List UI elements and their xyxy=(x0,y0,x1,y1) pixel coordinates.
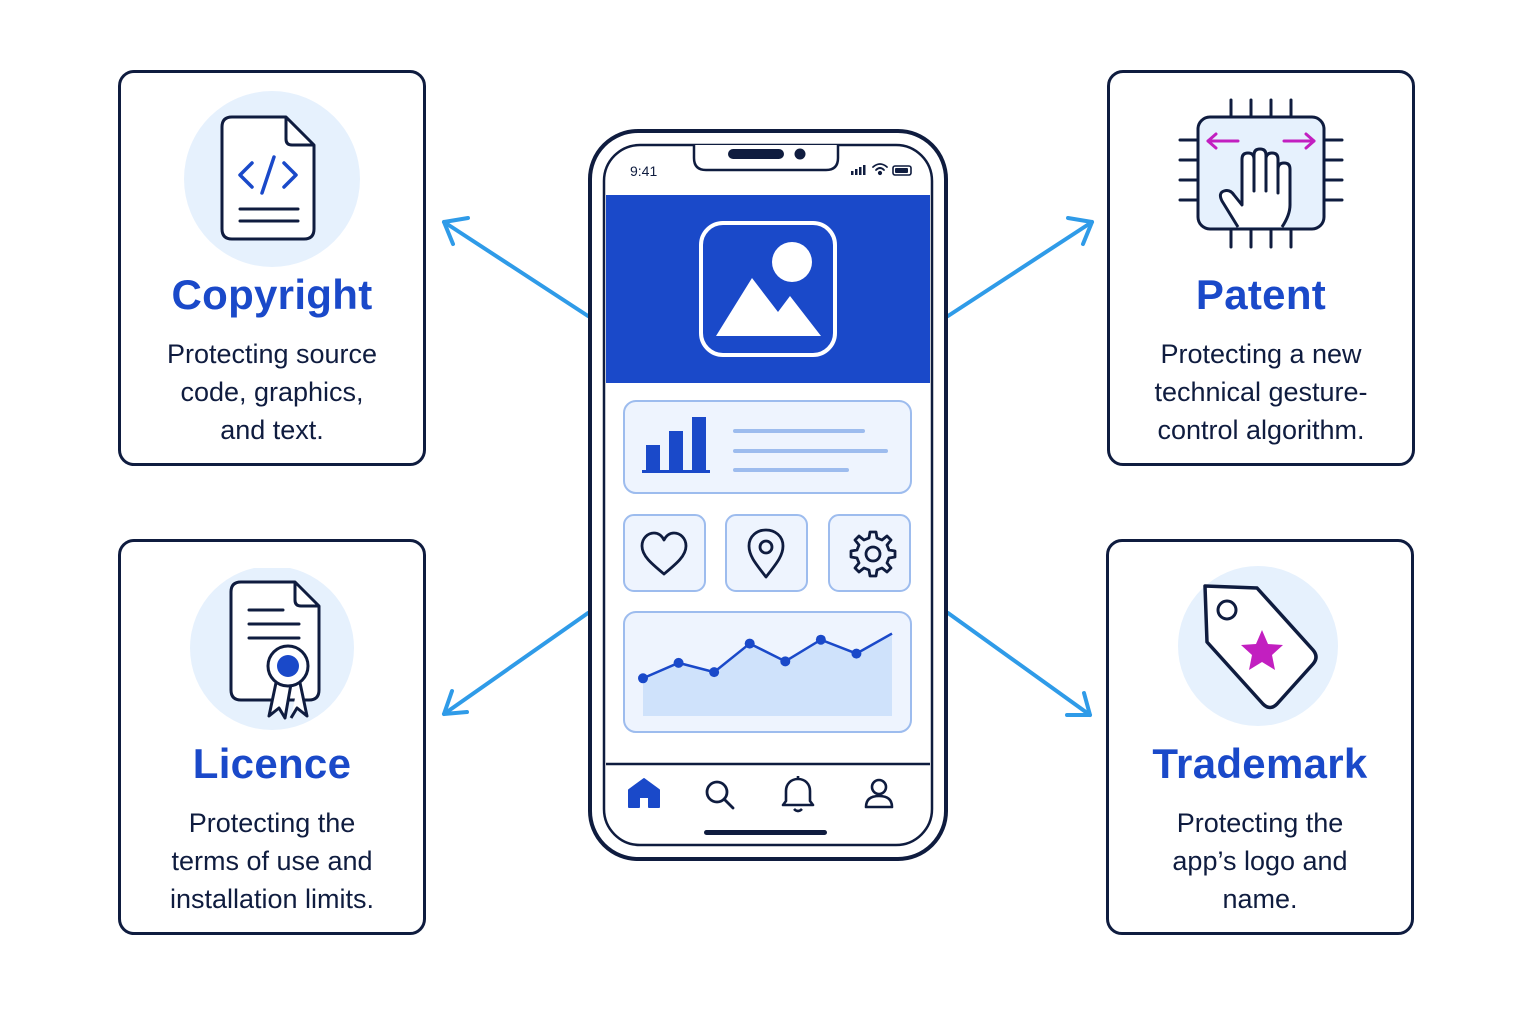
home-indicator xyxy=(704,830,827,835)
licence-card: Licence Protecting the terms of use and … xyxy=(118,539,426,935)
licence-title: Licence xyxy=(192,740,352,787)
favorites-tile[interactable] xyxy=(623,514,706,592)
chart-point xyxy=(744,638,755,649)
chart-line xyxy=(642,632,893,680)
patent-description: Protecting a new technical gesture- cont… xyxy=(1154,339,1368,445)
speaker-grille xyxy=(728,149,784,159)
arrow-to-patent xyxy=(946,216,1094,318)
line-chart-card[interactable] xyxy=(623,611,912,733)
heart-icon xyxy=(640,531,688,576)
bar-chart-icon xyxy=(642,417,710,473)
code-document-icon xyxy=(184,91,360,267)
certificate-icon xyxy=(190,568,354,730)
status-time: 9:41 xyxy=(630,163,657,179)
nav-profile[interactable] xyxy=(864,778,894,809)
front-camera xyxy=(794,148,806,160)
patent-title: Patent xyxy=(1195,271,1327,318)
location-tile[interactable] xyxy=(725,514,808,592)
nav-home[interactable] xyxy=(628,778,660,808)
gesture-chip-icon xyxy=(1178,98,1344,249)
nav-search[interactable] xyxy=(705,780,735,810)
copyright-card: Copyright Protecting source code, graphi… xyxy=(118,70,426,466)
chart-point xyxy=(709,667,720,678)
chart-point xyxy=(815,634,826,645)
arrow-to-licence xyxy=(442,611,590,716)
stats-card[interactable] xyxy=(623,400,912,494)
user-icon xyxy=(864,778,894,809)
star-tag-icon xyxy=(1178,566,1338,726)
arrow-to-trademark xyxy=(946,611,1092,717)
copyright-title: Copyright xyxy=(171,271,373,318)
chart-point xyxy=(638,673,648,684)
signal-icon xyxy=(851,165,866,175)
nav-notifications[interactable] xyxy=(781,776,815,813)
chart-point xyxy=(780,656,791,667)
settings-tile[interactable] xyxy=(828,514,911,592)
chart-point xyxy=(851,648,862,659)
image-icon xyxy=(699,221,837,357)
search-icon xyxy=(705,780,735,810)
trademark-card: Trademark Protecting the app’s logo and … xyxy=(1106,539,1414,935)
copyright-description: Protecting source code, graphics, and te… xyxy=(166,339,378,445)
chart-area xyxy=(643,633,892,716)
location-pin-icon xyxy=(747,528,785,579)
text-lines xyxy=(733,429,888,472)
chart-point xyxy=(673,657,684,668)
trademark-title: Trademark xyxy=(1152,740,1368,787)
home-icon xyxy=(628,778,660,808)
battery-icon xyxy=(892,165,912,176)
arrow-to-copyright xyxy=(442,216,590,318)
bell-icon xyxy=(781,776,815,813)
patent-card: Patent Protecting a new technical gestur… xyxy=(1107,70,1415,466)
licence-description: Protecting the terms of use and installa… xyxy=(169,808,375,914)
trademark-description: Protecting the app’s logo and name. xyxy=(1172,808,1348,914)
gear-icon xyxy=(849,530,897,578)
wifi-icon xyxy=(872,163,888,176)
